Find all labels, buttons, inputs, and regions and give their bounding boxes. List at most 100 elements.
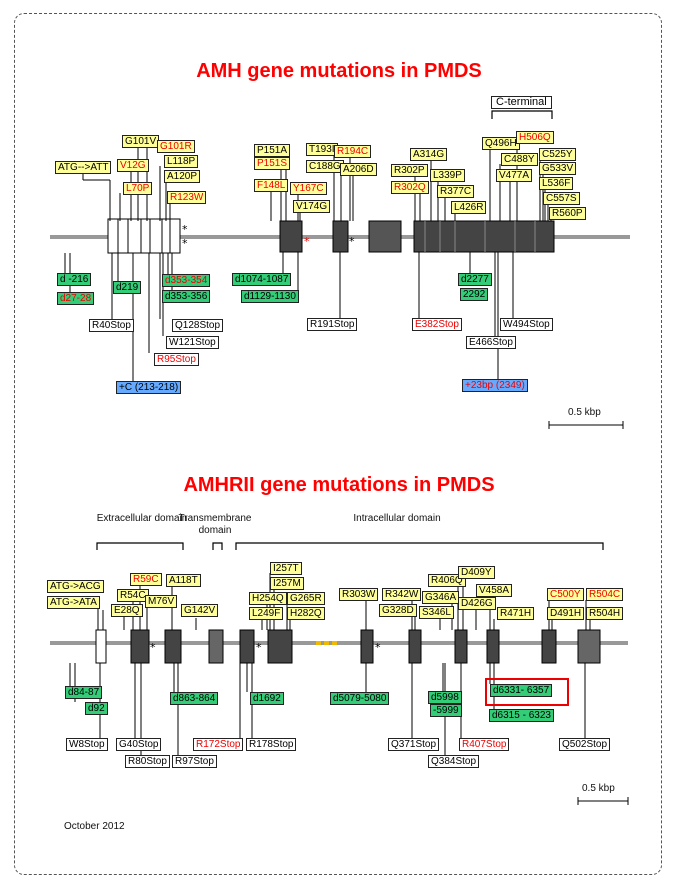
amhr-mutation-label: L249F [249,607,284,620]
amh-mutation-label: R191Stop [307,318,358,331]
amhr-mutation-label: Q502Stop [559,738,611,751]
amhr-mutation-label: R504C [586,588,624,601]
amhr-mutation-label: C500Y [547,588,584,601]
amhr-mutation-label: d6331- 6357 [490,684,553,697]
amhr-mutation-label: d5079-5080 [330,692,390,705]
amh-mutation-label: R302P [391,164,428,177]
amh-mutation-label: A206D [340,163,377,176]
amhr-mutation-label: Q384Stop [428,755,480,768]
amh-mutation-label: R302Q [391,181,429,194]
amhr-mutation-label: R54C [117,589,149,602]
amh-mutation-label: L70P [123,182,153,195]
amh-mutation-label: G533V [539,162,577,175]
amhr-mutation-label: D409Y [458,566,495,579]
amhr-mutation-label: R172Stop [193,738,244,751]
amhr-mutation-label: E28Q [111,604,143,617]
amhr-mutation-label: H282Q [287,607,325,620]
amh-mutation-label: R40Stop [89,319,134,332]
amh-mutation-label: A120P [164,170,201,183]
amhr-mutation-label: I257T [270,562,302,575]
amhr-mutation-label: R97Stop [172,755,217,768]
amh-mutation-label: L339P [430,169,465,182]
amh-mutation-label: R123W [167,191,207,204]
amh-mutation-label: C525Y [539,148,576,161]
amh-mutation-label: Q496H [482,137,520,150]
amhr-mutation-label: d92 [85,702,108,715]
amhr-mutation-label: G328D [379,604,417,617]
amh-mutation-label: F148L [254,179,289,192]
amh-mutation-label: Y167C [290,182,327,195]
amh-mutation-label: P151S [254,157,291,170]
amh-mutation-label: d27-28 [57,292,95,305]
amhr-title: AMHRII gene mutations in PMDS [183,474,495,496]
amh-mutation-label: H506Q [516,131,554,144]
amh-mutation-label: 2292 [460,288,489,301]
amhr-mutation-label: R471H [497,607,535,620]
amhr-mutation-label: R178Stop [246,738,297,751]
amhr-mutation-label: R504H [586,607,624,620]
amh-mutation-label: G101R [157,140,195,153]
amh-mutation-label: d1129-1130 [241,290,299,303]
amhr-mutation-label: D491H [547,607,585,620]
svg-text:*: * [349,235,355,248]
svg-text:*: * [182,223,188,236]
amh-mutation-label: E382Stop [412,318,462,331]
amh-mutation-label: T193I [306,143,338,156]
amhr-mutation-label: d1692 [250,692,284,705]
amh-mutation-label: V12G [117,159,149,172]
amhr-mutation-label: I257M [270,577,304,590]
amh-mutation-label: d353-354 [162,274,211,287]
amh-scale-label: 0.5 kbp [568,407,601,418]
amhr-mutation-label: R342W [382,588,422,601]
amhr-mutation-label: ATG->ATA [47,596,100,609]
amh-mutation-label: C188G [306,160,344,173]
amhr-mutation-label: W8Stop [66,738,108,751]
amhr-mutation-label: R407Stop [459,738,510,751]
amhr-mutation-label: R303W [339,588,379,601]
amhr-mutation-label: G142V [181,604,219,617]
amh-mutation-label: E466Stop [466,336,516,349]
amh-mutation-label: Q128Stop [172,319,224,332]
amh-mutation-label: V477A [496,169,533,182]
amhr-mutation-label: G265R [287,592,325,605]
amhr-mutation-label: d863-864 [170,692,219,705]
amhr-mutation-label: ATG->ACG [47,580,104,593]
amh-mutation-label: A314G [410,148,448,161]
highlight-box [485,678,569,706]
amh-mutation-label: d1074-1087 [232,273,292,286]
amh-mutation-label: L536F [539,177,574,190]
domain-transmembrane: Transmembrane domain [178,513,252,536]
amh-mutation-label: d2277 [458,273,492,286]
svg-text:*: * [375,641,381,654]
amh-mutation-label: d353-356 [162,290,211,303]
amh-mutation-label: L426R [451,201,487,214]
amhr-mutation-label: G346A [422,591,460,604]
amhr-mutation-label: G40Stop [116,738,162,751]
amh-title: AMH gene mutations in PMDS [196,60,482,82]
amh-mutation-label: R560P [549,207,586,220]
amh-mutation-label: R377C [437,185,475,198]
amhr-mutation-label: M76V [145,595,178,608]
amhr-mutation-label: d6315 - 6323 [489,709,554,722]
domain-intracellular: Intracellular domain [353,513,441,524]
amhr-mutation-label: R59C [130,573,162,586]
svg-text:*: * [304,235,310,248]
svg-text:*: * [182,237,188,250]
amh-mutation-label: W494Stop [500,318,553,331]
amhr-mutation-label: V458A [476,584,513,597]
footer-date: October 2012 [64,821,125,832]
amhr-mutation-label: S346L [419,606,454,619]
amhr-mutation-label: R80Stop [125,755,170,768]
domain-extracellular: Extracellular domain [96,513,188,524]
c-terminal-label: C-terminal [491,96,552,109]
amh-mutation-label: G101V [122,135,160,148]
amhr-mutation-label: A118T [166,574,201,587]
amh-mutation-label: R194C [334,145,372,158]
amh-mutation-label: ATG-->ATT [55,161,112,174]
svg-text:*: * [150,641,156,654]
amhr-mutation-label: R406Q [428,574,466,587]
amhr-scale-label: 0.5 kbp [582,783,615,794]
amhr-mutation-label: -5999 [430,704,462,717]
amh-mutation-label: P151A [254,144,291,157]
